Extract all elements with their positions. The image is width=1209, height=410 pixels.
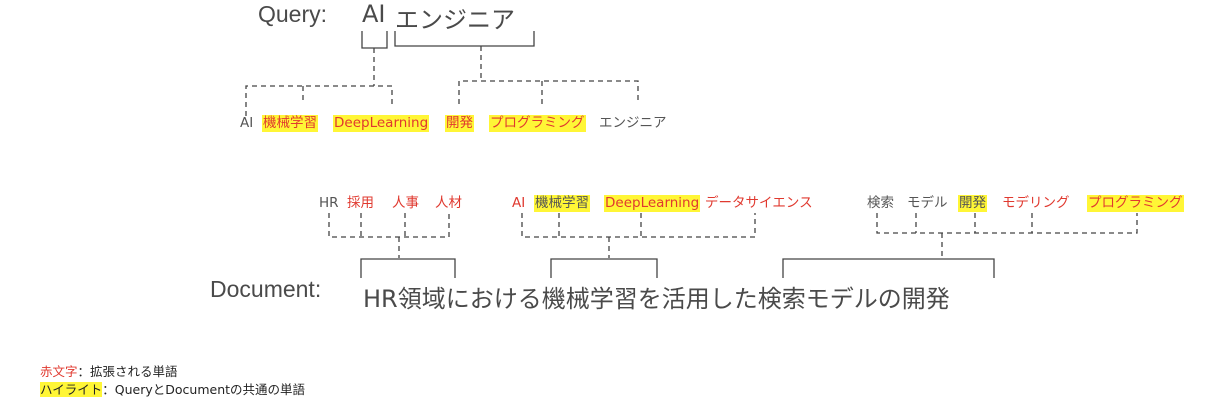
doc-term-dev: 開発 <box>958 195 987 212</box>
legend-key-highlight: ハイライト <box>40 382 103 397</box>
query-term-engineer: エンジニア <box>599 115 667 131</box>
doc-term-ai: AI <box>512 195 526 211</box>
query-term-dev: 開発 <box>445 115 474 132</box>
doc-term-deeplearning: DeepLearning <box>604 195 701 212</box>
legend-desc-highlight: QueryとDocumentの共通の単語 <box>114 382 306 397</box>
document-label: Document: <box>210 276 322 302</box>
doc-term-search: 検索 <box>867 195 894 211</box>
query-term-ml: 機械学習 <box>262 115 318 132</box>
doc-term-hr: HR <box>319 195 339 211</box>
query-term-deeplearning: DeepLearning <box>333 115 430 132</box>
doc-bracket-hr <box>360 258 456 278</box>
query-term-programming: プログラミング <box>489 115 586 132</box>
legend-separator: ： <box>102 382 115 397</box>
legend-item-highlight: ハイライト：QueryとDocumentの共通の単語 <box>40 382 305 398</box>
query-token-engineer: エンジニア <box>395 6 515 34</box>
legend-desc-red: 拡張される単語 <box>90 364 178 379</box>
doc-term-modeling: モデリング <box>1002 195 1070 211</box>
doc-term-ml: 機械学習 <box>534 195 590 212</box>
doc-bracket-ml <box>550 258 658 278</box>
doc-bracket-search <box>782 258 995 278</box>
query-bracket-engineer <box>394 31 535 47</box>
query-label: Query: <box>258 1 328 27</box>
legend-key-red: 赤文字 <box>40 364 78 379</box>
doc-term-talent: 人材 <box>435 195 462 211</box>
doc-term-personnel: 人事 <box>392 195 419 211</box>
doc-term-datascience: データサイエンス <box>705 195 813 211</box>
legend-separator: ： <box>77 364 91 379</box>
doc-term-model: モデル <box>907 195 948 211</box>
doc-term-recruit: 採用 <box>347 195 374 211</box>
document-text: HR領域における機械学習を活用した検索モデルの開発 <box>363 285 950 313</box>
legend-item-red: 赤文字：拡張される単語 <box>40 364 178 380</box>
query-bracket-ai <box>361 31 388 49</box>
doc-term-programming: プログラミング <box>1087 195 1184 212</box>
query-token-ai: AI <box>362 0 386 28</box>
query-term-ai: AI <box>240 115 254 131</box>
